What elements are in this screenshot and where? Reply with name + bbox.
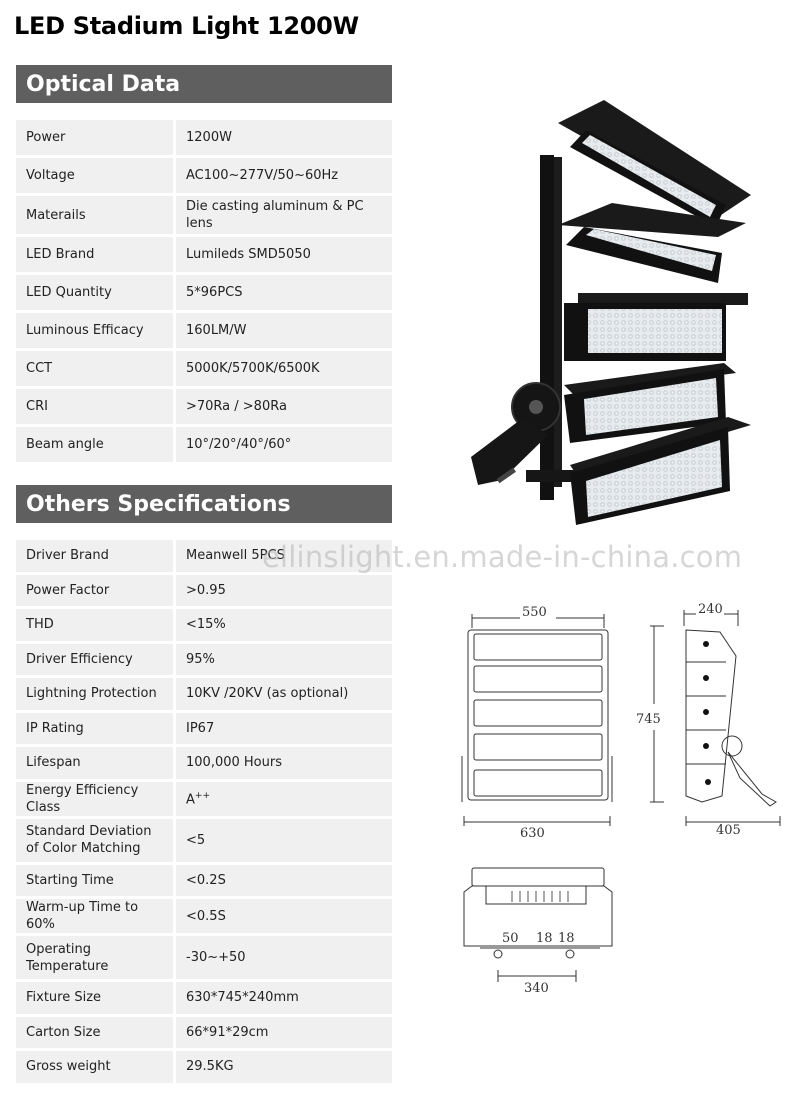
spec-value: <15% <box>173 609 392 641</box>
table-row: THD<15% <box>16 609 392 641</box>
spec-value: 29.5KG <box>173 1051 392 1083</box>
side-view-drawing <box>683 610 781 826</box>
front-view-drawing <box>461 614 613 826</box>
spec-label: Carton Size <box>16 1016 173 1048</box>
spec-label: LED Quantity <box>16 275 173 310</box>
spec-label: Lightning Protection <box>16 678 173 710</box>
spec-value: <0.2S <box>173 864 392 896</box>
energy-class-superscript: ++ <box>194 791 210 802</box>
spec-label: Materails <box>16 196 173 234</box>
spec-label: Lifespan <box>16 747 173 779</box>
height-dimension-line <box>650 625 664 803</box>
spec-value: 1200W <box>173 120 392 155</box>
spec-value: IP67 <box>173 712 392 744</box>
spec-value: 5*96PCS <box>173 275 392 310</box>
spec-label: LED Brand <box>16 237 173 272</box>
spec-label: Beam angle <box>16 427 173 462</box>
spec-label: Operating Temperature <box>16 936 173 979</box>
spec-label: Fixture Size <box>16 982 173 1014</box>
spec-value: 95% <box>173 643 392 675</box>
dim-side-depth-top: 240 <box>698 602 723 617</box>
spec-label: Gross weight <box>16 1051 173 1083</box>
dim-front-width-top: 550 <box>522 605 547 620</box>
spec-value: Meanwell 5PCS <box>173 540 392 572</box>
spec-label: IP Rating <box>16 712 173 744</box>
spec-label: THD <box>16 609 173 641</box>
spec-value: <0.5S <box>173 899 392 933</box>
spec-label: Power <box>16 120 173 155</box>
energy-class-value: A <box>186 792 195 808</box>
dim-side-depth-bottom: 405 <box>716 823 741 838</box>
spec-value: Lumileds SMD5050 <box>173 237 392 272</box>
spec-value: 630*745*240mm <box>173 982 392 1014</box>
spec-label: Luminous Efficacy <box>16 313 173 348</box>
spec-value: A++ <box>173 781 392 816</box>
dim-mount-c: 18 <box>558 931 575 946</box>
spec-value: 10KV /20KV (as optional) <box>173 678 392 710</box>
table-row: Power Factor>0.95 <box>16 574 392 606</box>
spec-value: -30~+50 <box>173 936 392 979</box>
dim-mount-b: 18 <box>536 931 553 946</box>
table-row: Operating Temperature-30~+50 <box>16 936 392 979</box>
spec-label: Energy Efficiency Class <box>16 781 173 816</box>
table-row: Standard Deviation of Color Matching<5 <box>16 818 392 862</box>
spec-value: >70Ra / >80Ra <box>173 389 392 424</box>
bottom-view-fins <box>511 891 569 902</box>
page-title: LED Stadium Light 1200W <box>14 12 359 40</box>
stadium-light-product-image <box>471 100 751 525</box>
spec-label: Power Factor <box>16 574 173 606</box>
optical-data-heading: Optical Data <box>16 65 392 103</box>
spec-value: 5000K/5700K/6500K <box>173 351 392 386</box>
spec-value: 160LM/W <box>173 313 392 348</box>
spec-value: 66*91*29cm <box>173 1016 392 1048</box>
spec-label: Starting Time <box>16 864 173 896</box>
spec-value: <5 <box>173 818 392 862</box>
spec-label: Warm-up Time to 60% <box>16 899 173 933</box>
table-row: Starting Time<0.2S <box>16 864 392 896</box>
spec-value: 10°/20°/40°/60° <box>173 427 392 462</box>
table-row: Warm-up Time to 60%<0.5S <box>16 899 392 933</box>
spec-label: Voltage <box>16 158 173 193</box>
table-row: CRI>70Ra / >80Ra <box>16 389 392 424</box>
spec-label: CRI <box>16 389 173 424</box>
spec-value: AC100~277V/50~60Hz <box>173 158 392 193</box>
spec-value: >0.95 <box>173 574 392 606</box>
spec-label: Standard Deviation of Color Matching <box>16 818 173 862</box>
others-specifications-heading: Others Specifications <box>16 485 392 523</box>
spec-value: 100,000 Hours <box>173 747 392 779</box>
dimension-drawings: 550 630 745 240 405 <box>461 602 781 996</box>
spec-label: Driver Efficiency <box>16 643 173 675</box>
dim-height: 745 <box>636 712 661 727</box>
spec-label: Driver Brand <box>16 540 173 572</box>
dim-front-width-bottom: 630 <box>520 826 545 841</box>
spec-label: CCT <box>16 351 173 386</box>
watermark: ellinslight.en.made-in-china.com <box>262 540 743 574</box>
bottom-view-drawing <box>463 867 613 982</box>
spec-value: Die casting aluminum & PC lens <box>173 196 392 234</box>
dim-mount-width: 340 <box>524 981 549 996</box>
dim-mount-a: 50 <box>502 931 519 946</box>
